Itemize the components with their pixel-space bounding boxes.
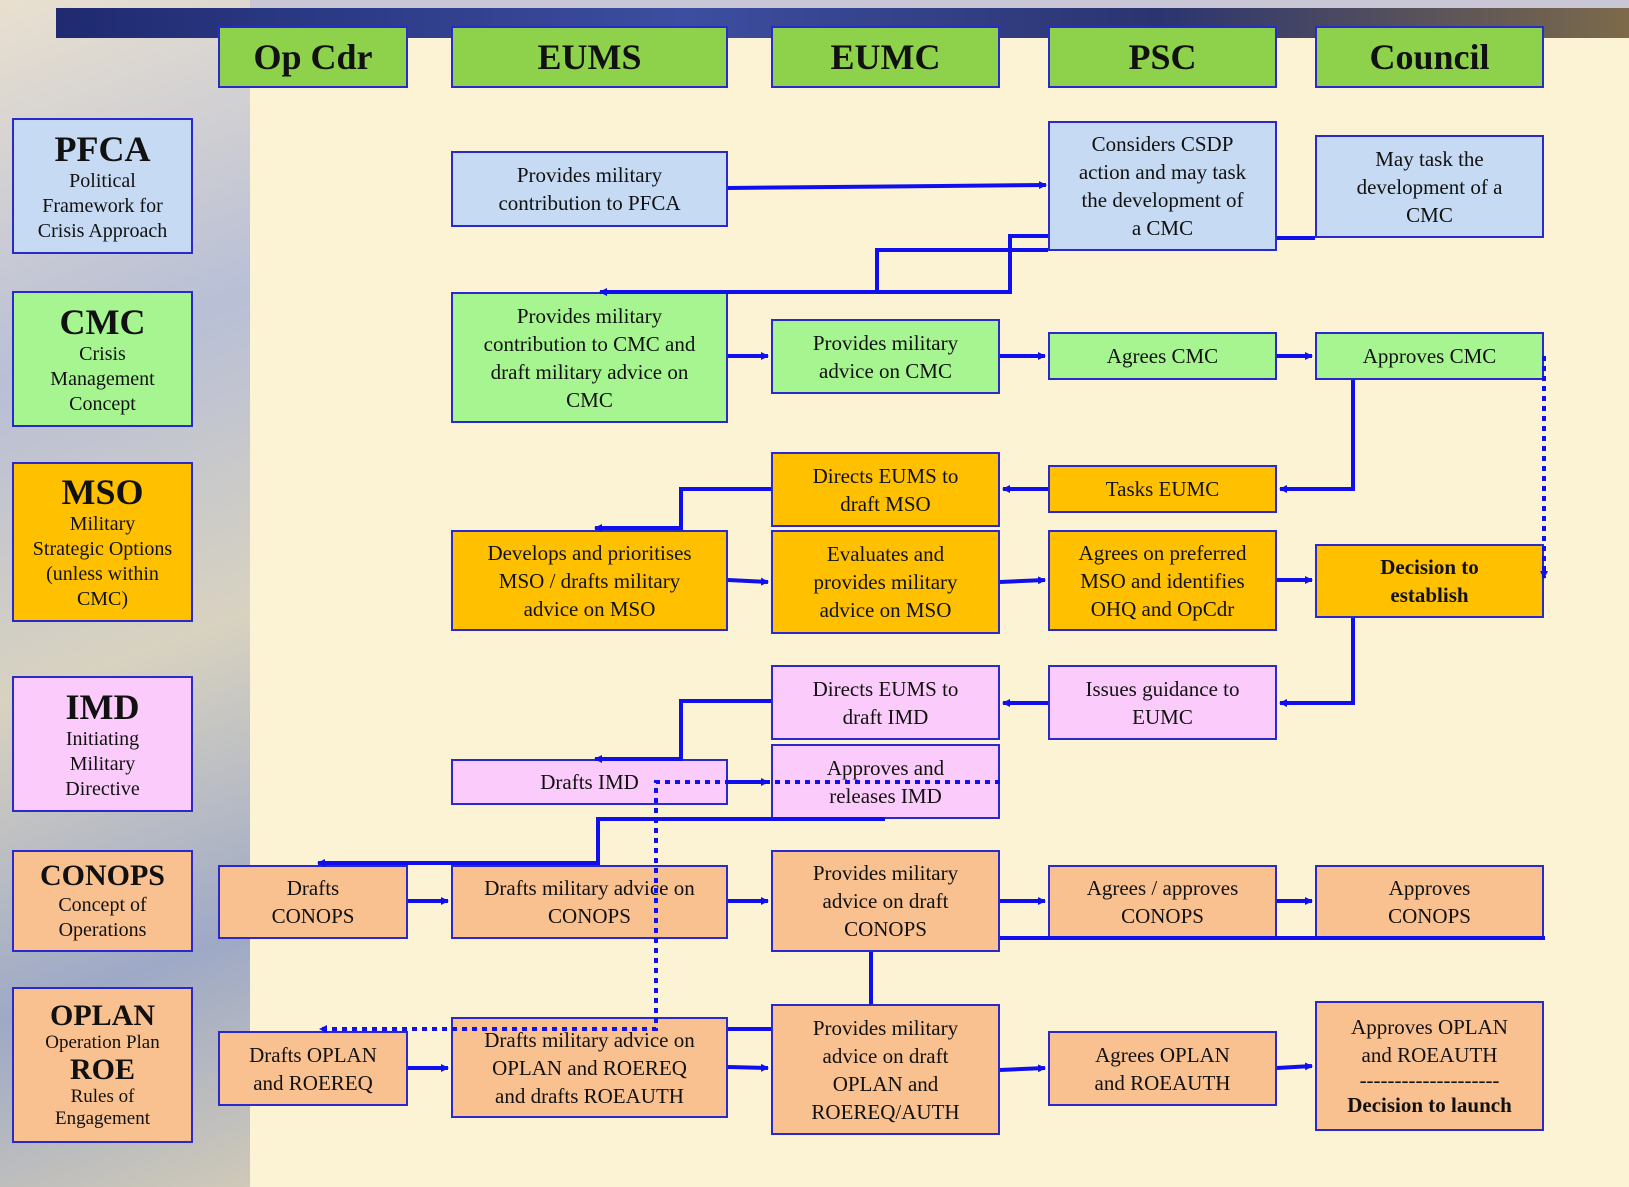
header-eums: EUMS [451,26,728,88]
step-mso-council: Decision to establish [1315,544,1544,618]
phase-oplan-full: Operation Plan [45,1032,160,1053]
step-oplan-eums: Drafts military advice on OPLAN and ROER… [451,1017,728,1118]
phase-mso: MSO Military Strategic Options (unless w… [12,462,193,622]
arrow-psc-to-eums-cmc [599,234,1048,296]
step-oplan-council: Approves OPLAN and ROEAUTH -------------… [1315,1001,1544,1131]
step-imd-psc: Issues guidance to EUMC [1048,665,1277,740]
step-pfca-council: May task the development of a CMC [1315,135,1544,238]
step-conops-eums: Drafts military advice on CONOPS [451,865,728,939]
phase-conops: CONOPS Concept of Operations [12,850,193,952]
phase-imd-abbr: IMD [65,686,140,727]
arrow-directs-to-drafts-imd [594,699,771,763]
step-oplan-council-launch: Decision to launch [1347,1093,1512,1117]
phase-cmc-full: Crisis Management Concept [50,342,155,415]
arrow-oplan-eums-to-eumc [727,1063,769,1072]
phase-roe-abbr: ROE [69,1053,135,1086]
arrow-mso-eumc-to-psc [999,576,1046,585]
step-oplan-eumc: Provides military advice on draft OPLAN … [771,1004,1000,1135]
arrow-mso-eums-to-eumc [727,577,769,586]
arrow-decision-to-guidance [1279,618,1355,707]
phase-pfca-full: Political Framework for Crisis Approach [37,169,168,242]
step-cmc-eums: Provides military contribution to CMC an… [451,292,728,423]
step-conops-opcdr: Drafts CONOPS [218,865,408,939]
header-op-cdr: Op Cdr [218,26,408,88]
arrow-oplan-psc-to-council [1276,1062,1313,1071]
phase-pfca: PFCA Political Framework for Crisis Appr… [12,118,193,254]
phase-imd: IMD Initiating Military Directive [12,676,193,812]
step-mso-psc-agree: Agrees on preferred MSO and identifies O… [1048,530,1277,631]
step-pfca-eums: Provides military contribution to PFCA [451,151,728,227]
step-imd-eumc-direct: Directs EUMS to draft IMD [771,665,1000,740]
step-pfca-psc: Considers CSDP action and may task the d… [1048,121,1277,251]
step-mso-eumc-direct: Directs EUMS to draft MSO [771,452,1000,527]
step-imd-eums: Drafts IMD [451,759,728,805]
phase-imd-full: Initiating Military Directive [65,727,140,800]
step-mso-eumc-eval: Evaluates and provides military advice o… [771,530,1000,634]
step-mso-psc-tasks: Tasks EUMC [1048,465,1277,513]
step-oplan-psc: Agrees OPLAN and ROEAUTH [1048,1031,1277,1106]
phase-mso-full: Military Strategic Options (unless withi… [32,513,173,610]
arrow-dotted-imd-to-oplan-opcdr [319,780,1000,1033]
phase-cmc: CMC Crisis Management Concept [12,291,193,427]
step-cmc-eumc: Provides military advice on CMC [771,319,1000,394]
arrow-approves-imd-to-opcdr [317,817,885,867]
step-oplan-council-approve: Approves OPLAN and ROEAUTH [1351,1015,1508,1067]
phase-oplan-abbr: OPLAN [50,999,155,1032]
phase-conops-abbr: CONOPS [39,859,165,892]
line-psc-branch [875,248,1048,292]
phase-mso-abbr: MSO [61,472,144,512]
header-psc: PSC [1048,26,1277,88]
header-council: Council [1315,26,1544,88]
header-eumc: EUMC [771,26,1000,88]
step-mso-eums: Develops and prioritises MSO / drafts mi… [451,530,728,631]
arrow-pfca-eums-to-psc [727,181,1047,190]
step-conops-council: Approves CONOPS [1315,865,1544,939]
phase-oplan-roe: OPLAN Operation Plan ROE Rules of Engage… [12,987,193,1143]
solid-connectors [317,181,1545,1073]
step-oplan-council-separator: -------------------- [1359,1068,1500,1092]
dotted-connectors [319,356,1548,1033]
phase-conops-full: Concept of Operations [58,894,147,941]
step-oplan-opcdr: Drafts OPLAN and ROEREQ [218,1031,408,1106]
phase-pfca-abbr: PFCA [54,128,151,169]
phase-roe-full: Rules of Engagement [55,1086,150,1129]
arrow-council-to-tasks [1279,380,1355,493]
arrow-oplan-eumc-to-psc [999,1064,1046,1073]
step-cmc-psc: Agrees CMC [1048,332,1277,380]
step-conops-eumc: Provides military advice on draft CONOPS [771,850,1000,952]
step-conops-psc: Agrees / approves CONOPS [1048,865,1277,939]
arrow-directs-to-eums-mso [594,487,771,532]
phase-cmc-abbr: CMC [59,301,146,342]
